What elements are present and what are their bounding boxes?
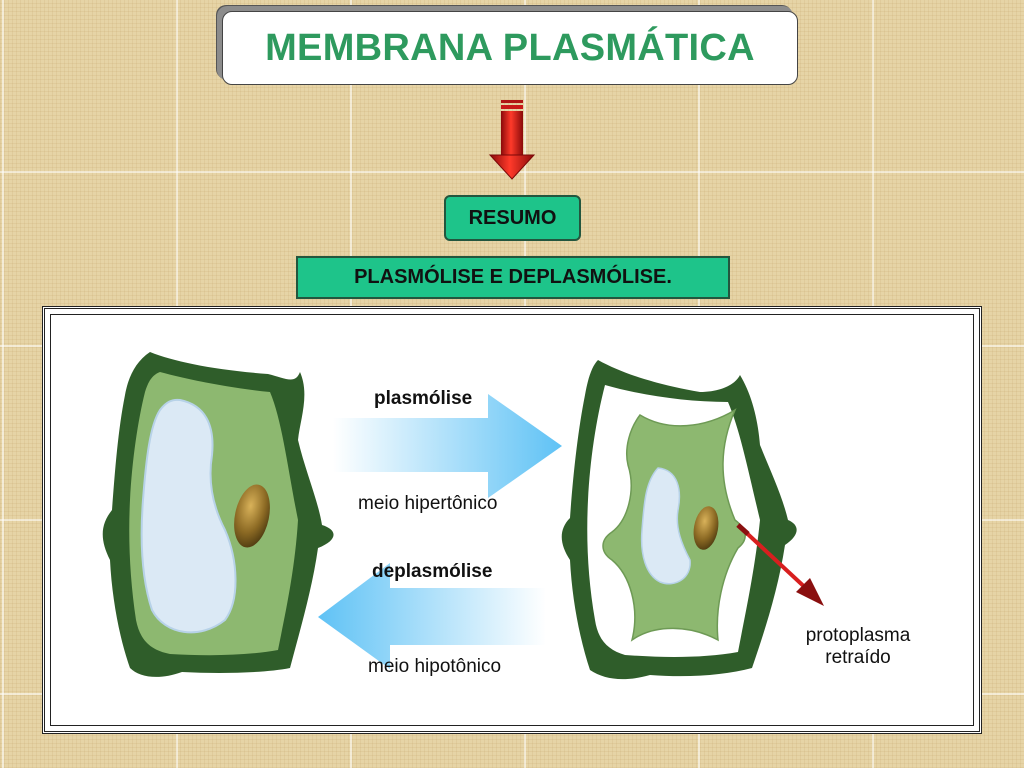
- topic-box: PLASMÓLISE E DEPLASMÓLISE.: [296, 256, 730, 299]
- hypotonic-medium-label: meio hipotônico: [368, 656, 502, 677]
- plasmolyzed-cell: [561, 360, 797, 680]
- title-banner: MEMBRANA PLASMÁTICA: [222, 11, 798, 85]
- nucleus-right: [693, 506, 719, 550]
- topic-label: PLASMÓLISE E DEPLASMÓLISE.: [354, 266, 672, 288]
- plasmolysis-label: plasmólise: [374, 388, 473, 409]
- turgid-cell: [102, 352, 334, 677]
- protoplast-annotation: protoplasma retraído: [790, 625, 926, 669]
- hypertonic-medium-label: meio hipertônico: [358, 493, 498, 514]
- annotation-line-1: protoplasma: [805, 625, 911, 646]
- deplasmolysis-label: deplasmólise: [372, 561, 493, 582]
- down-arrow-icon: [488, 100, 536, 180]
- pointer-arrow-icon: [736, 523, 824, 606]
- annotation-line-2: retraído: [825, 647, 891, 668]
- plasmolysis-arrow-icon: [333, 394, 562, 498]
- resumo-label: RESUMO: [468, 206, 557, 229]
- vacuole-left: [140, 398, 237, 634]
- nucleus-left: [234, 484, 270, 548]
- vacuole-right: [640, 467, 691, 585]
- deplasmolysis-arrow-icon: [318, 563, 546, 669]
- page-title: MEMBRANA PLASMÁTICA: [265, 26, 755, 69]
- resumo-button[interactable]: RESUMO: [444, 195, 581, 241]
